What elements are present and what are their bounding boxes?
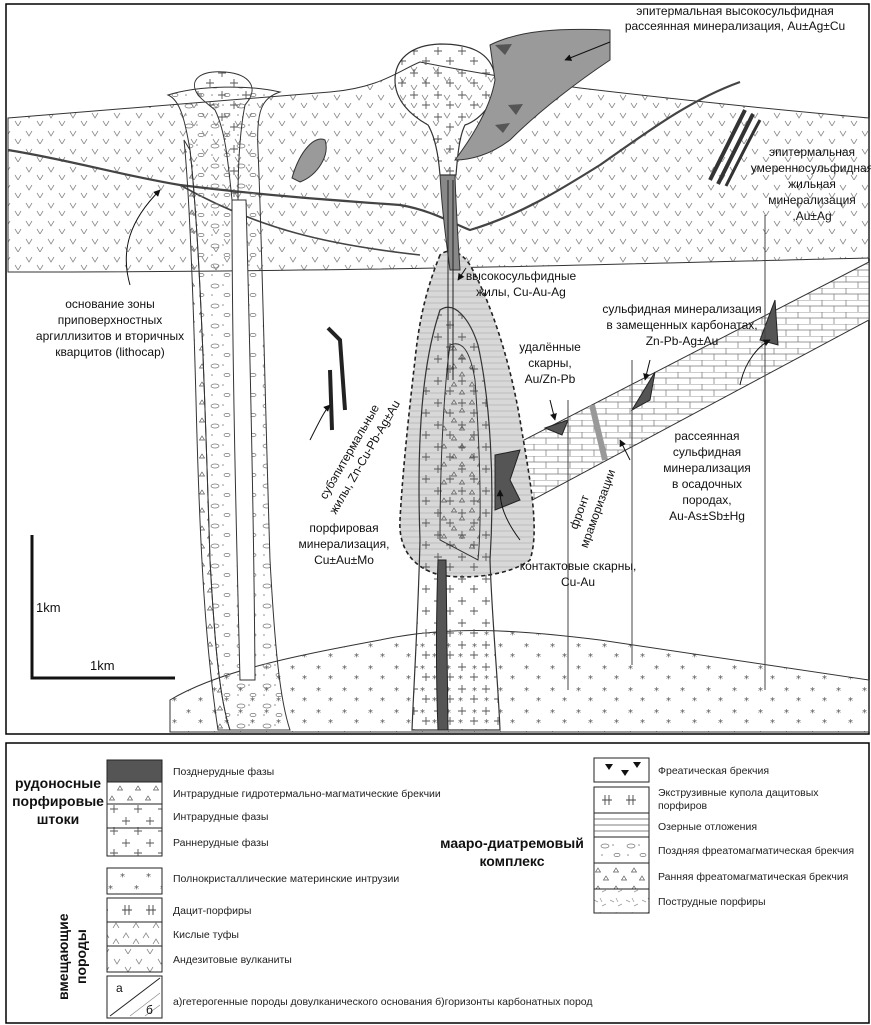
label-sediment-2: сульфидная bbox=[673, 445, 741, 459]
legend-item-andesite: Андезитовые вулканиты bbox=[173, 954, 292, 966]
legend-group-porphyry-2: порфировые bbox=[12, 793, 104, 809]
label-epithermal-is-4: минерализация bbox=[768, 193, 856, 207]
legend-item-intermineral: Интрарудные фазы bbox=[173, 811, 268, 823]
legend-item-late-mineral: Позднерудные фазы bbox=[173, 766, 274, 778]
label-contact-skarns-2: Cu-Au bbox=[561, 575, 595, 589]
label-lithocap-1: основание зоны bbox=[65, 297, 155, 311]
label-epithermal-is-5: ,Au±Ag bbox=[792, 209, 831, 223]
legend-group-maar-1: мааро-диатремовый bbox=[440, 835, 584, 851]
scale-horizontal-label: 1km bbox=[90, 658, 115, 673]
swatch-intermineral-breccia bbox=[107, 782, 162, 804]
label-distal-skarns-3: Au/Zn-Pb bbox=[525, 372, 576, 386]
legend-item-late-phreatomagmatic: Поздняя фреатомагматическая брекчия bbox=[658, 845, 854, 857]
swatch-dacite bbox=[107, 898, 162, 922]
label-sediment-4: в осадочных bbox=[672, 477, 742, 491]
intermineral-breccia bbox=[440, 344, 480, 560]
label-epithermal-is-3: жильная bbox=[788, 177, 836, 191]
swatch-early-phreatomagmatic bbox=[594, 863, 649, 889]
label-distal-skarns-2: скарны, bbox=[528, 356, 571, 370]
label-porphyry-1: порфировая bbox=[309, 521, 378, 535]
legend-item-dacite: Дацит-порфиры bbox=[173, 905, 251, 917]
label-hs-veins-2: жилы, Cu-Au-Ag bbox=[476, 285, 566, 299]
swatch-tuff bbox=[107, 922, 162, 946]
scale-vertical-label: 1km bbox=[36, 600, 61, 615]
swatch-letter-a: а bbox=[116, 981, 123, 995]
legend-item-post-mineral: Пострудные порфиры bbox=[658, 896, 766, 908]
label-porphyry-3: Cu±Au±Mo bbox=[314, 553, 374, 567]
legend-item-tuff: Кислые туфы bbox=[173, 929, 239, 941]
legend-right-swatches bbox=[594, 758, 649, 913]
swatch-post-mineral bbox=[594, 889, 649, 913]
legend-left-swatches: а б bbox=[107, 760, 162, 1018]
legend-item-basement: а)гетерогенные породы довулканического о… bbox=[173, 996, 593, 1008]
label-lithocap-3: аргиллизитов и вторичных bbox=[36, 329, 184, 343]
swatch-early-mineral bbox=[107, 828, 162, 856]
label-hs-veins-1: высокосульфидные bbox=[466, 269, 577, 283]
cross-section: 1km 1km эпитермальная высокосульфидная р… bbox=[6, 4, 871, 734]
legend-item-lake-sediments: Озерные отложения bbox=[658, 821, 757, 833]
label-distal-skarns-1: удалённые bbox=[519, 340, 581, 354]
label-contact-skarns-1: контактовые скарны, bbox=[520, 559, 637, 573]
legend-group-host-1: вмещающие bbox=[55, 913, 71, 1000]
swatch-letter-b: б bbox=[146, 1003, 153, 1017]
label-epithermal-is-2: умеренносульфидная bbox=[751, 161, 871, 175]
label-lithocap-2: приповерхностных bbox=[58, 313, 163, 327]
legend-item-early-mineral: Раннерудные фазы bbox=[173, 837, 269, 849]
legend-item-phreatic-breccia: Фреатическая брекчия bbox=[658, 765, 769, 777]
label-epithermal-hs-2: рассеянная минерализация, Au±Ag±Cu bbox=[625, 19, 845, 33]
label-sediment-6: Au-As±Sb±Hg bbox=[669, 509, 745, 523]
legend-item-early-phreatomagmatic: Ранняя фреатомагматическая брекчия bbox=[658, 871, 848, 883]
label-sediment-3: минерализация bbox=[663, 461, 751, 475]
legend-group-porphyry-3: штоки bbox=[37, 811, 80, 827]
label-lithocap-4: кварцитов (lithocap) bbox=[55, 345, 165, 359]
swatch-andesite bbox=[107, 946, 162, 972]
swatch-late-phreatomagmatic bbox=[594, 837, 649, 863]
legend-item-extrusive-dome-2: порфиров bbox=[658, 800, 708, 812]
label-carbonate-1: сульфидная минерализация bbox=[602, 302, 761, 316]
legend-item-extrusive-dome-1: Экструзивные купола дацитовых bbox=[658, 787, 819, 799]
legend: рудоносные порфировые штоки вмещающие по… bbox=[6, 743, 869, 1023]
label-porphyry-2: минерализация, bbox=[299, 537, 390, 551]
swatch-extrusive-dome bbox=[594, 787, 649, 813]
legend-item-parent-intrusion: Полнокристаллические материнские интрузи… bbox=[173, 873, 399, 885]
label-epithermal-is-1: эпитермальная bbox=[769, 145, 855, 159]
label-carbonate-3: Zn-Pb-Ag±Au bbox=[646, 334, 719, 348]
swatch-intermineral bbox=[107, 804, 162, 828]
label-sediment-1: рассеянная bbox=[675, 429, 740, 443]
swatch-parent-intrusion bbox=[107, 868, 162, 894]
legend-group-maar-2: комплекс bbox=[479, 853, 544, 869]
label-sediment-5: породах, bbox=[682, 493, 731, 507]
legend-group-host-2: породы bbox=[73, 929, 89, 984]
legend-item-intermineral-breccia: Интрарудные гидротермально-магматические… bbox=[173, 788, 441, 800]
label-carbonate-2: в замещенных карбонатах, bbox=[606, 318, 757, 332]
late-mineral-dike bbox=[437, 560, 449, 730]
legend-group-porphyry-1: рудоносные bbox=[15, 775, 101, 791]
label-epithermal-hs-1: эпитермальная высокосульфидная bbox=[636, 4, 834, 18]
swatch-late-mineral bbox=[107, 760, 162, 782]
